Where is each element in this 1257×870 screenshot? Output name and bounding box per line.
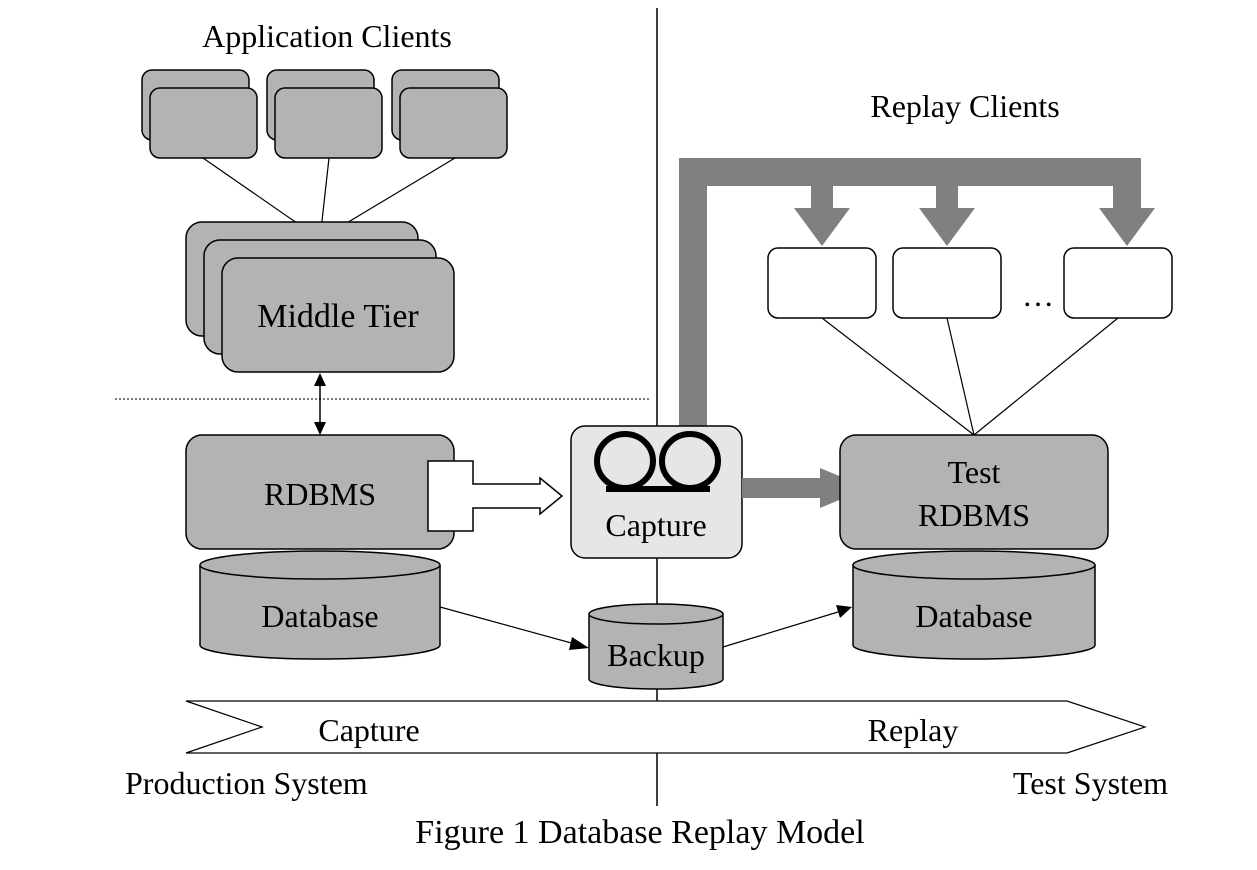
middle-tier-label: Middle Tier [257,298,419,335]
phase-replay-label: Replay [868,712,959,748]
test-database-label: Database [915,598,1032,634]
production-system-label: Production System [125,765,368,801]
replay-clients-group [767,247,1173,319]
figure-caption: Figure 1 Database Replay Model [415,814,864,851]
capture-device-label: Capture [605,507,706,543]
application-clients-label: Application Clients [202,18,452,54]
application-clients-group [141,69,508,159]
replay-distribution-arrows [679,158,1155,428]
replay-clients-label: Replay Clients [870,88,1059,124]
application-client-3 [391,69,508,159]
phase-capture-label: Capture [318,712,419,748]
application-client-2 [266,69,383,159]
middle-tier-group [185,221,455,373]
rdbms-label: RDBMS [264,476,376,512]
application-client-1 [141,69,258,159]
replay-client-2 [892,247,1002,319]
test-rdbms-label-line2: RDBMS [918,497,1030,533]
test-rdbms-box [839,434,1109,550]
phase-chevron-arrow [185,700,1147,754]
database-to-backup-arrow [439,606,589,650]
backup-label: Backup [607,637,705,673]
rdbms-to-capture-arrow [427,460,564,532]
test-database-cylinder [852,550,1096,660]
middle-tier-rdbms-double-arrow [314,373,326,435]
test-system-label: Test System [1013,765,1168,801]
tape-reel-icon [594,431,721,492]
replay-client-1 [767,247,877,319]
production-database-label: Database [261,598,378,634]
replay-clients-ellipsis: … [1022,277,1054,313]
replay-client-lines [821,317,1119,436]
production-database-cylinder [199,550,441,660]
backup-to-test-database-arrow [722,605,852,648]
replay-client-3 [1063,247,1173,319]
test-rdbms-label-line1: Test [948,454,1001,490]
backup-cylinder [588,603,724,690]
